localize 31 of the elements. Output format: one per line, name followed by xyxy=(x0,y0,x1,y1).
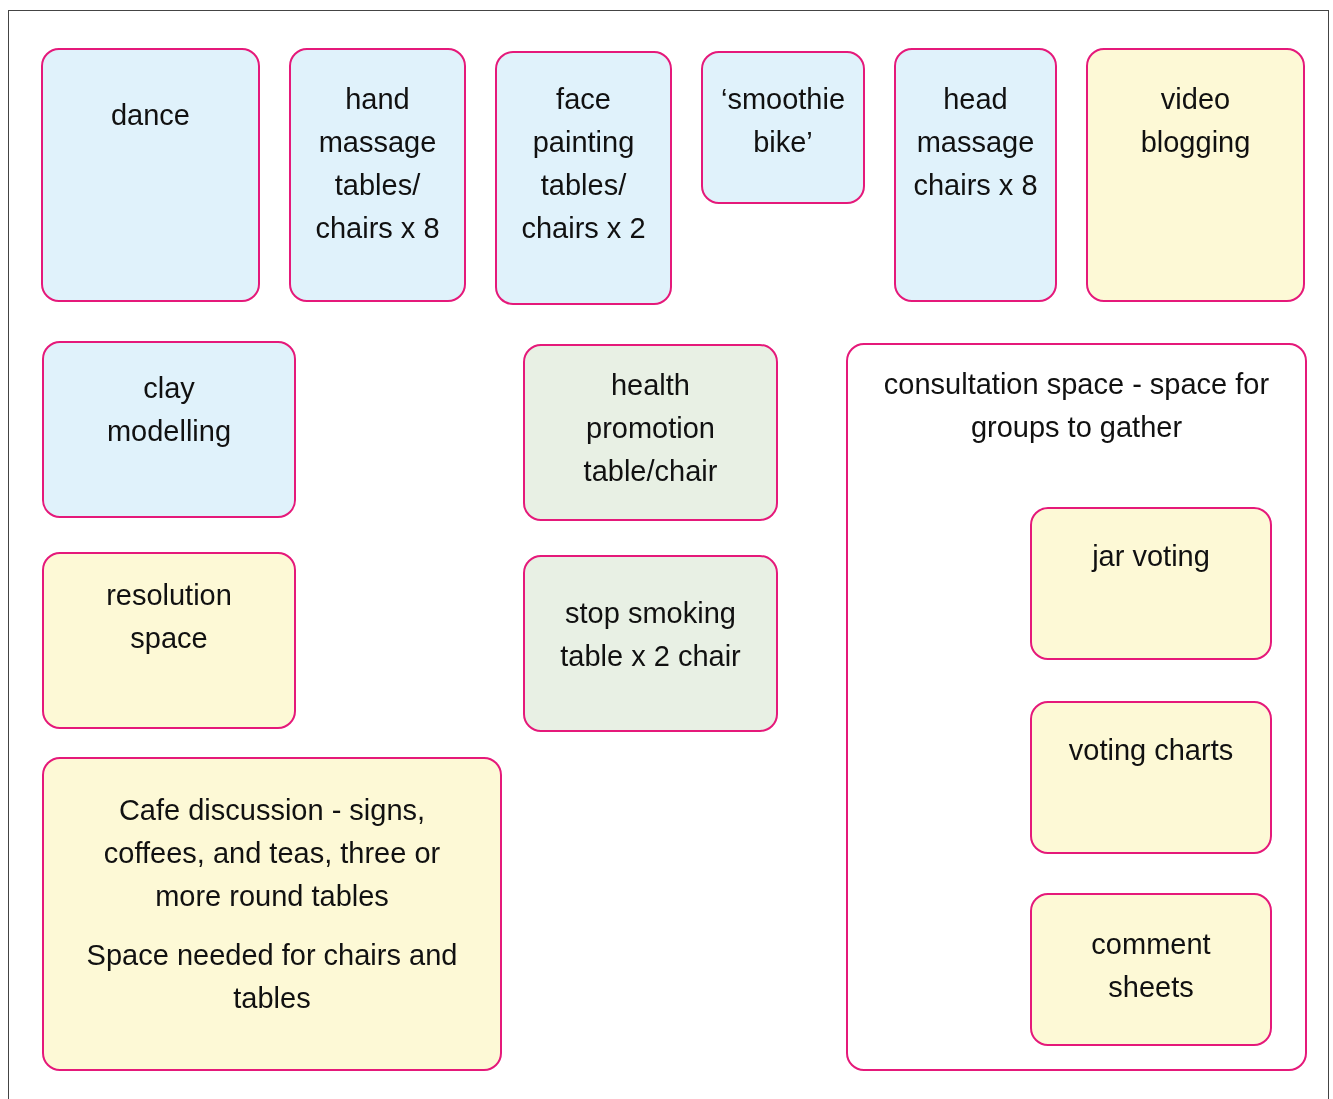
activity-area xyxy=(1030,507,1272,660)
activity-area xyxy=(41,48,260,302)
area-label: ‘smoothie bike’ xyxy=(719,82,847,160)
activity-area xyxy=(495,51,672,305)
area-label: face painting tables/ chairs x 2 xyxy=(520,82,647,246)
area-label: consultation space - space for groups to gather xyxy=(882,367,1271,445)
area-label: voting charts xyxy=(1067,733,1235,768)
area-label: Cafe discussion - signs, coffees, and teas, three or more round tables xyxy=(102,793,442,914)
area-label: video blogging xyxy=(1139,82,1252,160)
area-label: Space needed for chairs and tables xyxy=(85,938,459,1016)
area-label: dance xyxy=(110,98,191,133)
area-label: health promotion table/chair xyxy=(582,368,719,489)
activity-area xyxy=(1030,893,1272,1046)
activity-area xyxy=(894,48,1057,302)
activity-area xyxy=(289,48,466,302)
activity-area xyxy=(42,757,502,1071)
activity-area xyxy=(523,344,778,521)
area-label: comment sheets xyxy=(1090,927,1212,1005)
area-label: jar voting xyxy=(1090,539,1211,574)
activity-area xyxy=(701,51,865,204)
activity-area xyxy=(42,341,296,518)
activity-area xyxy=(1086,48,1305,302)
area-label: hand massage tables/ chairs x 8 xyxy=(314,82,441,246)
area-label: clay modelling xyxy=(105,371,233,449)
area-label: head massage chairs x 8 xyxy=(912,82,1039,203)
activity-area xyxy=(523,555,778,732)
activity-area xyxy=(1030,701,1272,854)
consultation-area xyxy=(846,343,1307,1071)
area-label: stop smoking table x 2 chair xyxy=(559,596,742,674)
area-label: resolution space xyxy=(105,578,233,656)
activity-area xyxy=(42,552,296,729)
